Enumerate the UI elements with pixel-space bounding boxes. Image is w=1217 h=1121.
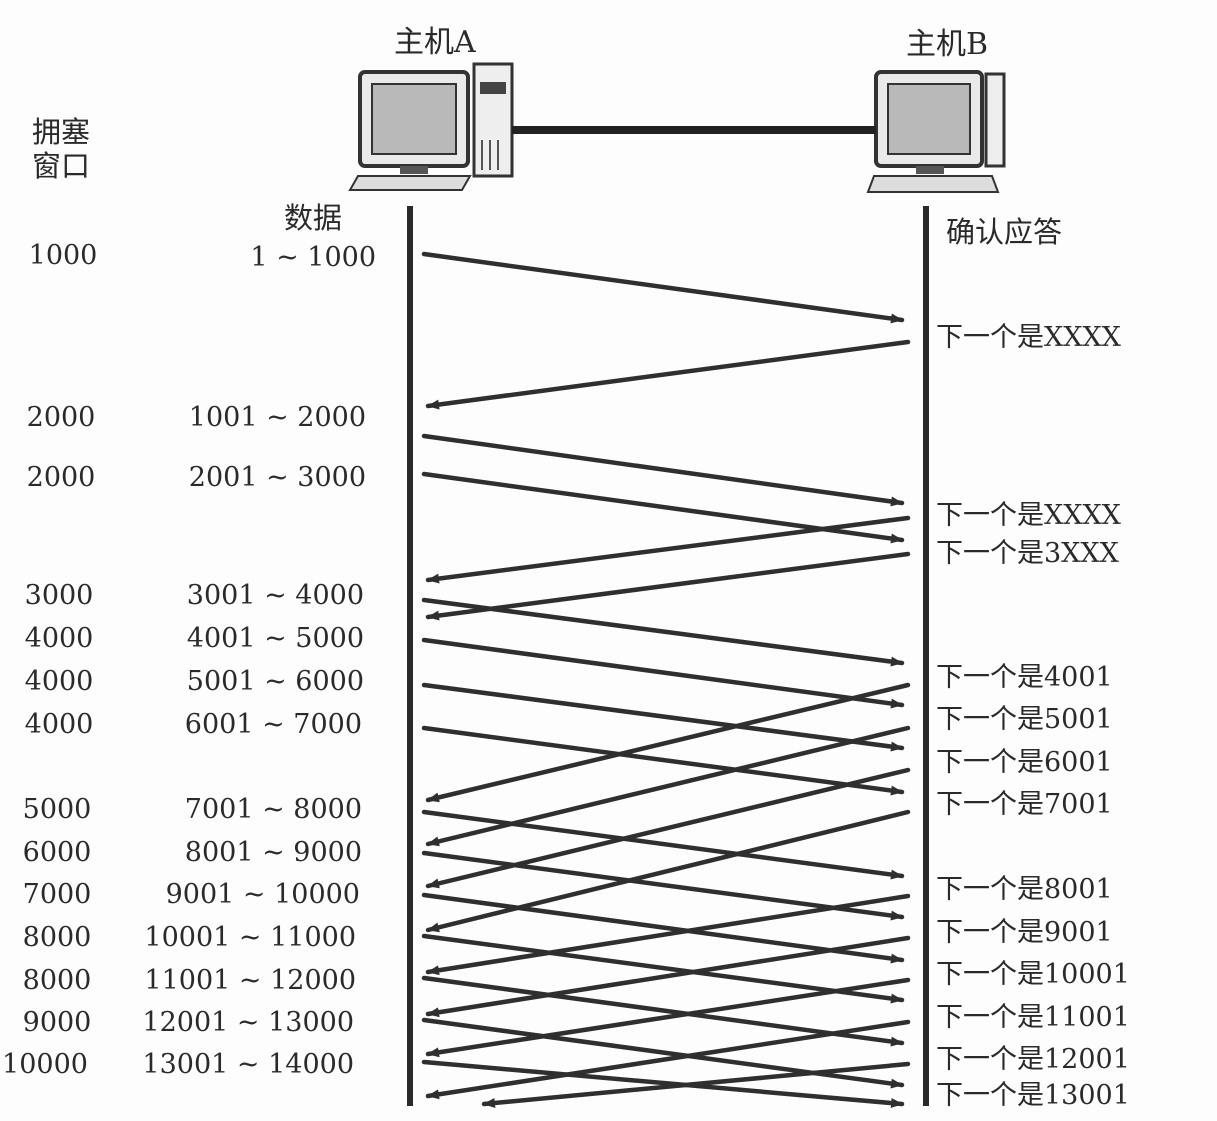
ack-arrow [425,339,911,410]
cwnd-header-line1: 拥塞 [32,115,91,149]
ack-label: 下一个是8001 [936,874,1113,905]
ack-header: 确认应答 [946,215,1063,249]
ack-label: 下一个是12001 [936,1044,1130,1075]
cwnd-header-line2: 窗口 [32,149,91,183]
host-b-label: 主机B [906,27,989,62]
ack-arrow [425,1019,911,1100]
data-packet-arrow [421,725,905,796]
data-range: 13001 ~ 14000 [142,1049,354,1080]
data-range: 1001 ~ 2000 [188,402,366,433]
ack-arrow [425,977,911,1058]
ack-arrow [425,515,911,584]
host-a-label: 主机A [394,25,476,60]
ack-label: 下一个是5001 [936,704,1113,735]
cwnd-value: 2000 [26,402,96,433]
data-range: 2001 ~ 3000 [188,462,366,493]
data-packet-arrow [421,892,905,964]
packet-arrows [421,251,911,1109]
ack-label: 下一个是XXXX [936,500,1121,531]
ack-label: 下一个是3XXX [936,538,1119,569]
cwnd-value: 10000 [2,1049,88,1080]
ack-arrow [481,1061,911,1108]
ack-label: 下一个是9001 [936,917,1113,948]
cwnd-value: 4000 [24,666,94,697]
data-range: 6001 ~ 7000 [184,709,362,740]
data-packet-arrow [421,433,905,507]
ack-arrow [425,682,911,803]
ack-label: 下一个是13001 [936,1080,1130,1111]
data-packet-arrow [421,1059,905,1109]
data-range: 4001 ~ 5000 [186,623,364,654]
data-range: 9001 ~ 10000 [165,879,360,910]
data-packet-arrow [421,850,905,921]
data-range: 3001 ~ 4000 [186,580,364,611]
data-packet-arrow [421,933,905,1004]
cwnd-value: 4000 [24,709,94,740]
data-packet-arrow [421,637,905,709]
host-b-computer-icon [866,70,1006,193]
data-range: 11001 ~ 12000 [144,965,356,996]
data-packet-arrow [421,1017,905,1089]
ack-label: 下一个是11001 [936,1002,1130,1033]
data-packet-arrow [421,809,905,880]
data-range: 8001 ~ 9000 [184,837,362,868]
cwnd-value: 3000 [24,580,94,611]
cwnd-value: 1000 [28,240,98,271]
data-range: 10001 ~ 11000 [144,922,356,953]
ack-label: 下一个是6001 [936,747,1113,778]
cwnd-value: 6000 [22,837,92,868]
ack-arrow [425,767,911,889]
data-packet-arrow [421,251,905,324]
ack-arrow [425,809,911,933]
data-range: 1 ~ 1000 [250,242,376,273]
ack-label: 下一个是7001 [936,789,1113,820]
cwnd-value: 8000 [22,922,92,953]
ack-arrow [425,551,911,621]
data-range: 5001 ~ 6000 [186,666,364,697]
data-packet-arrow [421,682,905,752]
ack-label: 下一个是10001 [936,959,1130,990]
host-a-computer-icon [348,62,514,191]
data-header: 数据 [284,201,343,235]
cwnd-value: 4000 [24,623,94,654]
data-packet-arrow [421,975,905,1047]
cwnd-value: 2000 [26,462,96,493]
ack-arrow [425,935,911,1018]
cwnd-value: 7000 [22,879,92,910]
ack-arrow [425,725,911,847]
data-range: 7001 ~ 8000 [184,794,362,825]
ack-label: 下一个是4001 [936,662,1113,693]
ack-arrow [425,893,911,976]
cwnd-value: 8000 [22,965,92,996]
cwnd-value: 9000 [22,1007,92,1038]
cwnd-value: 5000 [22,794,92,825]
data-range: 12001 ~ 13000 [142,1007,354,1038]
ack-label: 下一个是XXXX [936,322,1121,353]
data-packet-arrow [421,597,905,667]
